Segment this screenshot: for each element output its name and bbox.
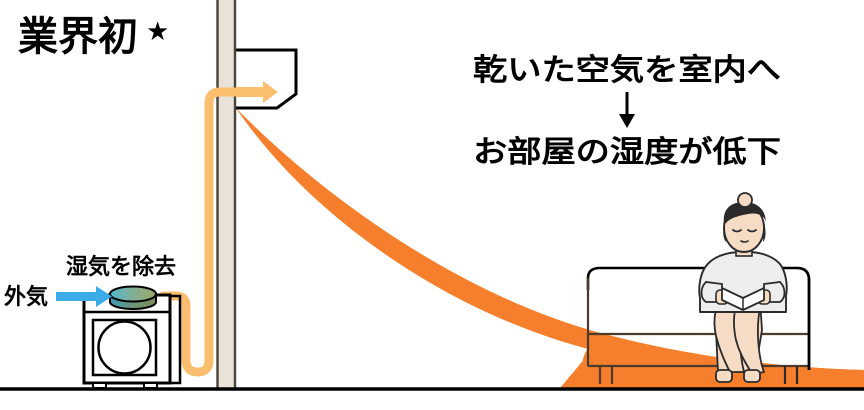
sofa xyxy=(586,266,811,384)
star-icon: ★ xyxy=(146,17,169,47)
seated-person-reading xyxy=(698,192,788,383)
page-title: 業界初 xyxy=(18,14,138,60)
down-arrow-icon xyxy=(619,92,635,128)
outside-air-label: 外気 xyxy=(4,284,48,310)
refrigerant-pipe xyxy=(158,87,251,377)
indoor-airflow-arrow-icon xyxy=(236,81,278,103)
outside-air-arrow-icon xyxy=(56,286,112,307)
headline-line-2: お部屋の湿度が低下 xyxy=(473,135,781,170)
remove-humidity-label: 湿気を除去 xyxy=(66,254,176,280)
desiccant-rotor-disc xyxy=(109,285,157,310)
headline-line-1: 乾いた空気を室内へ xyxy=(473,53,781,88)
wall-column xyxy=(216,0,237,390)
